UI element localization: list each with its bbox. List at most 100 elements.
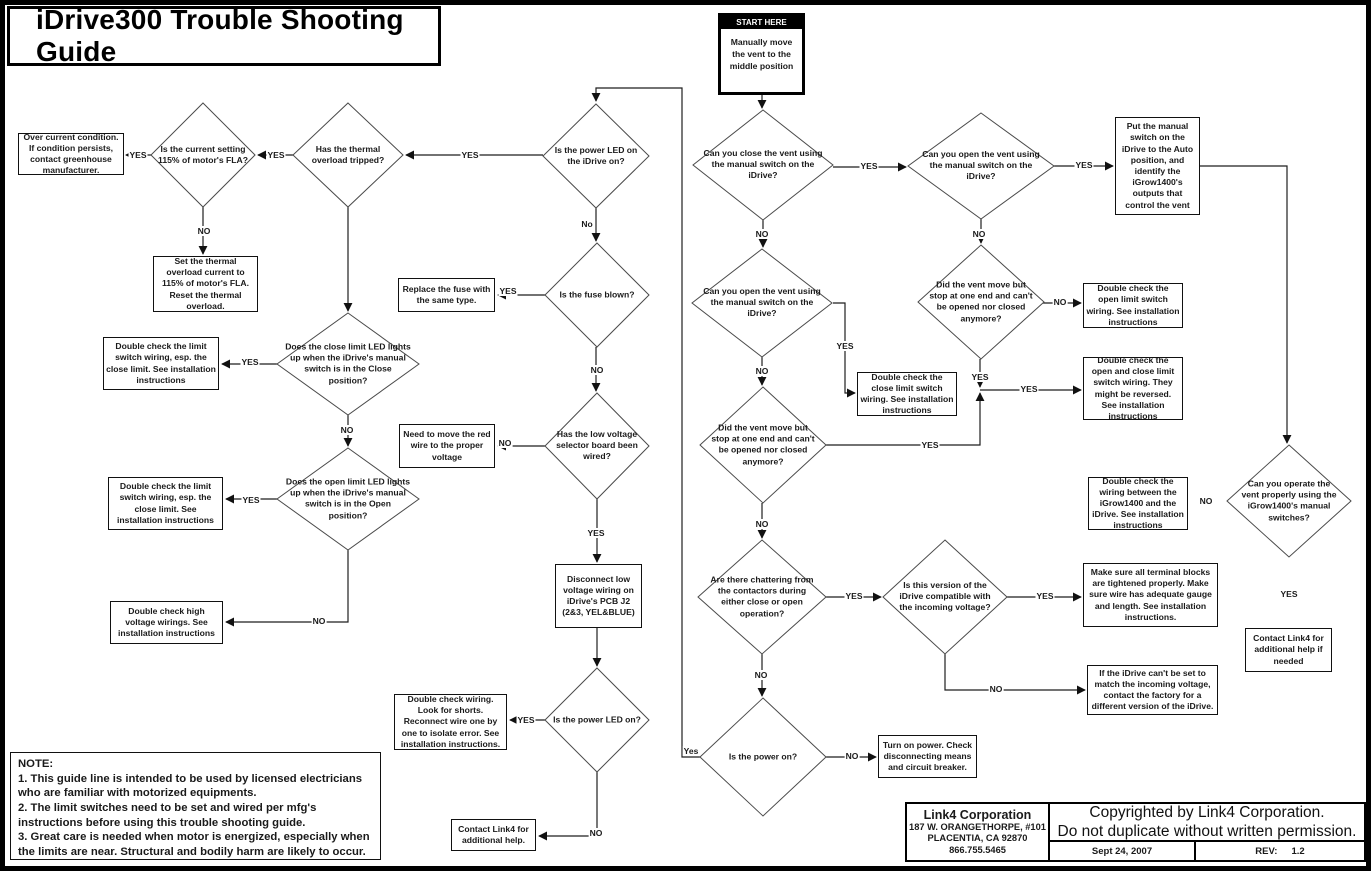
decision-voltage-version-shape	[882, 539, 1008, 655]
note-heading: NOTE:	[18, 758, 54, 770]
action-high-voltage-wiring-text: Double check high voltage wirings. See i…	[118, 605, 215, 639]
edge-label: NO	[753, 670, 769, 680]
action-double-check-close-limit-text: Double check the close limit switch wiri…	[860, 371, 954, 416]
decision-open-limit-led-shape	[276, 447, 420, 551]
footer-date-cell: Sept 24, 2007	[1048, 840, 1196, 862]
decision-can-open-vent-top-shape	[907, 112, 1055, 220]
edge-label: YES	[844, 591, 864, 601]
copyright-line-2: Do not duplicate without written permiss…	[1057, 823, 1357, 840]
decision-operate-igrow-shape	[1226, 444, 1352, 558]
edge-label: NO	[988, 684, 1004, 694]
decision-can-open-vent-top: Can you open the vent using the manual s…	[922, 149, 1040, 182]
decision-can-open-vent-mid-shape	[691, 248, 833, 358]
action-put-manual-auto: Put the manual switch on the iDrive to t…	[1115, 117, 1200, 215]
page-title: iDrive300 Trouble Shooting Guide	[36, 4, 404, 67]
action-double-check-igrow-wiring: Double check the wiring between the iGro…	[1088, 475, 1188, 531]
edge-label: NO	[196, 226, 212, 236]
action-disconnect-j2: Disconnect low voltage wiring on iDrive'…	[555, 564, 642, 628]
start-header: START HERE	[721, 16, 802, 29]
action-turn-on-power: Turn on power. Check disconnecting means…	[878, 735, 977, 778]
action-disconnect-j2-text: Disconnect low voltage wiring on iDrive'…	[562, 573, 635, 618]
edge-label: NO	[971, 229, 987, 239]
action-turn-on-power-text: Turn on power. Check disconnecting means…	[882, 739, 973, 773]
rev-value: 1.2	[1291, 845, 1305, 857]
decision-power-led-idrive-shape	[542, 103, 650, 209]
edge-label: YES	[240, 357, 260, 367]
note-line-1: 1. This guide line is intended to be use…	[18, 772, 363, 800]
footer-rev-cell: REV: 1.2	[1194, 840, 1366, 862]
footer-date: Sept 24, 2007	[1091, 845, 1153, 857]
decision-fuse-blown-shape	[544, 242, 650, 348]
decision-power-led: Is the power LED on?	[553, 714, 641, 725]
decision-can-close-vent: Can you close the vent using the manual …	[703, 148, 823, 181]
decision-vent-stop-top: Did the vent move but stop at one end an…	[929, 279, 1033, 324]
edge-label: NO	[754, 229, 770, 239]
action-move-red-wire: Need to move the red wire to the proper …	[399, 424, 495, 468]
action-double-check-igrow-wiring-text: Double check the wiring between the iGro…	[1092, 475, 1184, 531]
action-double-check-limit-close: Double check the limit switch wiring, es…	[103, 337, 219, 390]
edge-label: YES	[859, 161, 879, 171]
edge-label: No	[580, 219, 594, 229]
decision-shapes	[150, 102, 1352, 817]
action-double-check-open-limit: Double check the open limit switch wirin…	[1083, 283, 1183, 328]
decision-close-limit-led: Does the close limit LED lights up when …	[285, 341, 411, 386]
edge-label: YES	[586, 528, 606, 538]
company-address-1: 187 W. ORANGETHORPE, #101	[909, 821, 1046, 832]
action-contact-link4: Contact Link4 for additional help.	[451, 819, 536, 851]
edge-label: Yes	[682, 746, 700, 756]
decision-power-led-idrive: Is the power LED on the iDrive on?	[554, 144, 638, 166]
rev-label: REV:	[1255, 845, 1278, 857]
decision-fuse-blown: Is the fuse blown?	[559, 289, 635, 300]
footer-copyright-block: Copyrighted by Link4 Corporation. Do not…	[1048, 802, 1366, 842]
decision-chattering: Are there chattering from the contactors…	[710, 574, 814, 619]
action-contact-link4-if-needed: Contact Link4 for additional help if nee…	[1245, 628, 1332, 672]
edge-label: YES	[920, 440, 940, 450]
edge-label: NO	[1198, 496, 1214, 506]
edge-label: YES	[835, 341, 855, 351]
action-move-red-wire-text: Need to move the red wire to the proper …	[403, 429, 491, 462]
decision-power-on-shape	[699, 697, 827, 817]
action-over-current-text: Over current condition. If condition per…	[23, 131, 119, 176]
decision-low-voltage-board: Has the low voltage selector board been …	[556, 429, 638, 462]
connectors	[125, 87, 1292, 841]
edge-label: YES	[1074, 160, 1094, 170]
action-double-check-limit-close-text: Double check the limit switch wiring, es…	[106, 341, 216, 385]
decision-chattering-shape	[697, 539, 827, 655]
decision-thermal-overload: Has the thermal overload tripped?	[311, 143, 385, 165]
action-replace-fuse: Replace the fuse with the same type.	[398, 278, 495, 312]
action-double-check-wiring: Double check wiring. Look for shorts. Re…	[394, 694, 507, 750]
decision-can-close-vent-shape	[692, 109, 834, 221]
edge-label: YES	[1019, 384, 1039, 394]
action-double-check-limit-open: Double check the limit switch wiring, es…	[108, 477, 223, 530]
decision-vent-stop-low-shape	[699, 386, 827, 504]
action-high-voltage-wiring: Double check high voltage wirings. See i…	[110, 601, 223, 644]
action-contact-link4-if-needed-text: Contact Link4 for additional help if nee…	[1253, 633, 1324, 666]
edge-label: YES	[498, 286, 518, 296]
decision-current-setting: Is the current setting 115% of motor's F…	[158, 143, 248, 165]
action-double-check-close-limit: Double check the close limit switch wiri…	[857, 372, 957, 416]
edge-label: NO	[589, 365, 605, 375]
action-put-manual-auto-text: Put the manual switch on the iDrive to t…	[1121, 121, 1194, 210]
edge-label: YES	[1035, 591, 1055, 601]
start-body: Manually move the vent to the middle pos…	[729, 37, 794, 72]
action-double-check-wiring-text: Double check wiring. Look for shorts. Re…	[400, 694, 501, 749]
edge-label: NO	[497, 438, 513, 448]
edge-label: NO	[588, 828, 604, 838]
copyright-line-1: Copyrighted by Link4 Corporation.	[1089, 803, 1325, 821]
footer-company-block: Link4 Corporation 187 W. ORANGETHORPE, #…	[905, 802, 1050, 862]
company-phone: 866.755.5465	[949, 844, 1006, 855]
decision-power-on: Is the power on?	[728, 751, 798, 762]
edge-label: NO	[311, 616, 327, 626]
edge-label: NO	[754, 366, 770, 376]
decision-vent-stop-top-shape	[917, 244, 1045, 360]
edge-label: YES	[1279, 589, 1299, 599]
note-box: NOTE: 1. This guide line is intended to …	[10, 752, 381, 860]
decision-power-led-shape	[544, 667, 650, 773]
decision-can-open-vent-mid: Can you open the vent using the manual s…	[703, 286, 821, 319]
action-double-check-limit-open-text: Double check the limit switch wiring, es…	[117, 481, 214, 525]
edge-label: YES	[970, 372, 990, 382]
action-double-check-open-limit-text: Double check the open limit switch wirin…	[1086, 283, 1180, 327]
action-contact-factory: If the iDrive can't be set to match the …	[1087, 665, 1218, 715]
